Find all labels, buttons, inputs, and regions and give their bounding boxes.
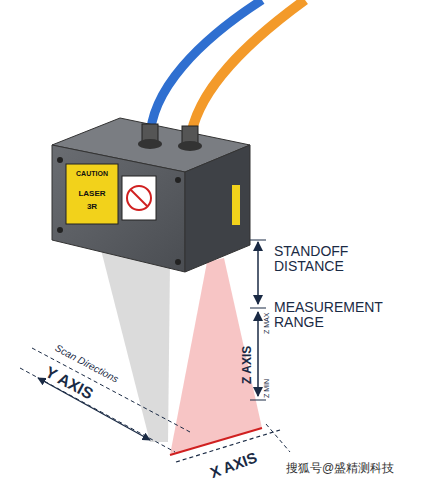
measurement-label: MEASUREMENT RANGE (274, 300, 394, 329)
standoff-label: STANDOFF DISTANCE (274, 244, 384, 273)
laser-class: 3R (70, 203, 114, 211)
zmax-label: Z MAX (263, 313, 270, 334)
zaxis-label: Z AXIS (241, 346, 254, 384)
zmin-label: Z MIN (263, 379, 270, 398)
laser-text: LASER (70, 190, 114, 198)
watermark: 搜狐号@盛精测科技 (286, 462, 394, 475)
xaxis-label: X AXIS (208, 449, 259, 480)
caution-text: CAUTION (70, 170, 114, 177)
